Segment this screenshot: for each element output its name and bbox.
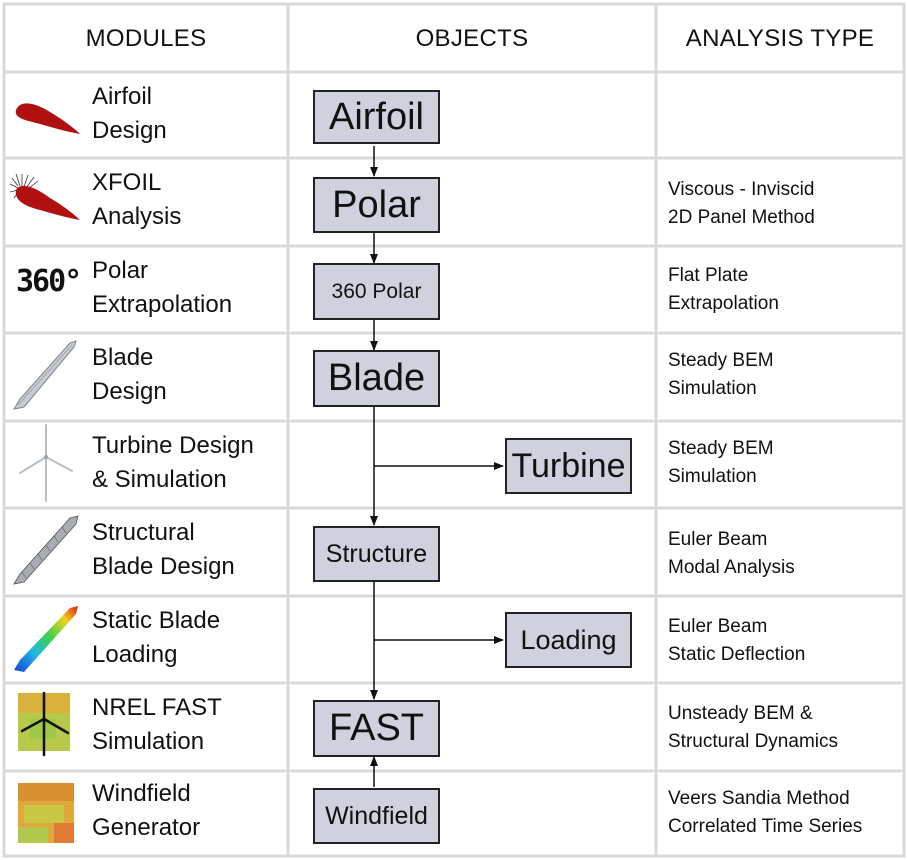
row-airfoil: Airfoil Design Airfoil — [0, 72, 908, 158]
object-structure: Structure — [313, 526, 440, 582]
module-label: Blade Design — [92, 344, 167, 405]
360-degree-icon: 360° — [16, 264, 82, 299]
analysis-label: Steady BEM Simulation — [668, 438, 774, 487]
analysis-label: Veers Sandia Method Correlated Time Seri… — [668, 788, 863, 837]
analysis-label: Euler Beam Static Deflection — [668, 616, 806, 665]
loaded-blade-icon — [14, 606, 78, 672]
object-polar: Polar — [313, 177, 440, 233]
windfield-icon — [18, 783, 74, 843]
module-label: Windfield Generator — [92, 780, 201, 841]
module-label: Airfoil Design — [92, 83, 167, 144]
header-analysis-type: ANALYSIS TYPE — [685, 25, 875, 52]
analysis-label: Flat Plate Extrapolation — [668, 265, 779, 314]
object-turbine: Turbine — [505, 438, 632, 494]
xfoil-icon — [10, 173, 81, 220]
airfoil-icon — [15, 103, 81, 134]
module-label: Turbine Design & Simulation — [92, 432, 254, 493]
row-360-polar: 360° Polar Extrapolation 360 Polar Flat … — [0, 246, 908, 333]
object-360-polar: 360 Polar — [313, 263, 440, 320]
structural-blade-icon — [13, 515, 79, 585]
row-structure: Structural Blade Design Structure Euler … — [0, 508, 908, 596]
module-label: NREL FAST Simulation — [92, 694, 222, 755]
object-windfield: Windfield — [313, 788, 440, 844]
header-modules: MODULES — [85, 25, 207, 52]
row-blade: Blade Design Blade Steady BEM Simulation — [0, 333, 908, 421]
analysis-label: Viscous - Inviscid 2D Panel Method — [668, 179, 815, 228]
module-label: Static Blade Loading — [92, 607, 221, 668]
blade-icon — [12, 340, 77, 410]
row-windfield: Windfield Generator Windfield Veers Sand… — [0, 771, 908, 857]
module-label: Polar Extrapolation — [92, 257, 233, 318]
row-turbine: Turbine Design & Simulation Turbine Stea… — [0, 421, 908, 508]
header-objects: OBJECTS — [415, 25, 529, 52]
object-blade: Blade — [313, 350, 440, 407]
row-loading: Static Blade Loading Loading Euler Beam … — [0, 596, 908, 683]
row-fast: NREL FAST Simulation FAST Unsteady BEM &… — [0, 683, 908, 771]
analysis-label: Unsteady BEM & Structural Dynamics — [668, 703, 838, 752]
fast-turbine-field-icon — [18, 691, 70, 757]
object-fast: FAST — [313, 700, 440, 757]
wind-turbine-icon — [19, 424, 73, 502]
module-label: XFOIL Analysis — [92, 169, 182, 230]
analysis-label: Steady BEM Simulation — [668, 350, 774, 399]
object-loading: Loading — [505, 612, 632, 668]
analysis-label: Euler Beam Modal Analysis — [668, 529, 795, 578]
module-label: Structural Blade Design — [92, 519, 235, 580]
row-polar: XFOIL Analysis Polar Viscous - Inviscid … — [0, 158, 908, 246]
object-airfoil: Airfoil — [313, 90, 440, 144]
